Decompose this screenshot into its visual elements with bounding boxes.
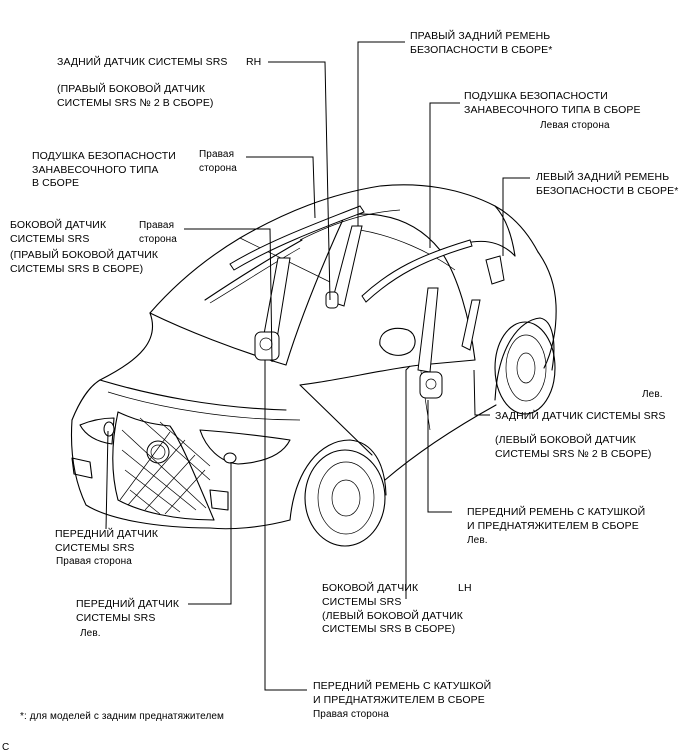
lev-right-label: Лев. (642, 389, 663, 400)
rear-sensor-rh-label: ЗАДНИЙ ДАТЧИК СИСТЕМЫ SRS (57, 56, 228, 68)
leader-lines (105, 41, 530, 691)
side-sensor-lh-label: БОКОВОЙ ДАТЧИК (322, 582, 419, 594)
side-sensor-rh-side: Правая сторона (139, 220, 177, 245)
curtain-right-side: Правая сторона (199, 149, 237, 174)
seatbelt-shapes (254, 225, 505, 399)
car-body (70, 184, 557, 547)
rh-label: RH (246, 56, 262, 68)
rear-sensor-lh-label: ЗАДНИЙ ДАТЧИК СИСТЕМЫ SRS (495, 410, 666, 422)
footnote: *: для моделей с задним преднатяжителем (20, 711, 225, 722)
left-rear-belt-label: ЛЕВЫЙ ЗАДНИЙ РЕМЕНЬ БЕЗОПАСНОСТИ В СБОРЕ… (536, 171, 679, 197)
front-belt-lh-side: Лев. (467, 535, 488, 546)
curtain-airbag-shapes (229, 205, 473, 303)
front-sensor-lh-label: ПЕРЕДНИЙ ДАТЧИК СИСТЕМЫ SRS (76, 598, 180, 624)
figure-code: C (2, 742, 10, 753)
front-sensor-lh-side: Лев. (80, 628, 101, 639)
sensor-shapes (103, 421, 237, 464)
side-sensor-rh-note: (ПРАВЫЙ БОКОВОЙ ДАТЧИК СИСТЕМЫ SRS В СБО… (10, 249, 159, 275)
curtain-left-side: Левая сторона (540, 120, 610, 131)
rear-sensor-lh-note: (ЛЕВЫЙ БОКОВОЙ ДАТЧИК СИСТЕМЫ SRS № 2 В … (495, 434, 652, 460)
curtain-left-label: ПОДУШКА БЕЗОПАСНОСТИ ЗАНАВЕСОЧНОГО ТИПА … (464, 90, 641, 116)
front-belt-rh-label: ПЕРЕДНИЙ РЕМЕНЬ С КАТУШКОЙ И ПРЕДНАТЯЖИТ… (313, 680, 492, 706)
front-belt-lh-label: ПЕРЕДНИЙ РЕМЕНЬ С КАТУШКОЙ И ПРЕДНАТЯЖИТ… (467, 506, 646, 532)
curtain-right-label: ПОДУШКА БЕЗОПАСНОСТИ ЗАНАВЕСОЧНОГО ТИПА … (32, 150, 176, 189)
right-rear-belt-label: ПРАВЫЙ ЗАДНИЙ РЕМЕНЬ БЕЗОПАСНОСТИ В СБОР… (410, 30, 553, 56)
rear-sensor-rh-note: (ПРАВЫЙ БОКОВОЙ ДАТЧИК СИСТЕМЫ SRS № 2 В… (57, 83, 214, 109)
front-sensor-rh-label: ПЕРЕДНИЙ ДАТЧИК СИСТЕМЫ SRS (55, 528, 159, 554)
side-sensor-lh-note: СИСТЕМЫ SRS (ЛЕВЫЙ БОКОВОЙ ДАТЧИК СИСТЕМ… (322, 596, 464, 635)
front-sensor-rh-side: Правая сторона (56, 556, 132, 567)
side-sensor-rh-label: БОКОВОЙ ДАТЧИК СИСТЕМЫ SRS (10, 219, 107, 245)
front-belt-rh-side: Правая сторона (313, 709, 389, 720)
lh-label: LH (458, 582, 472, 594)
